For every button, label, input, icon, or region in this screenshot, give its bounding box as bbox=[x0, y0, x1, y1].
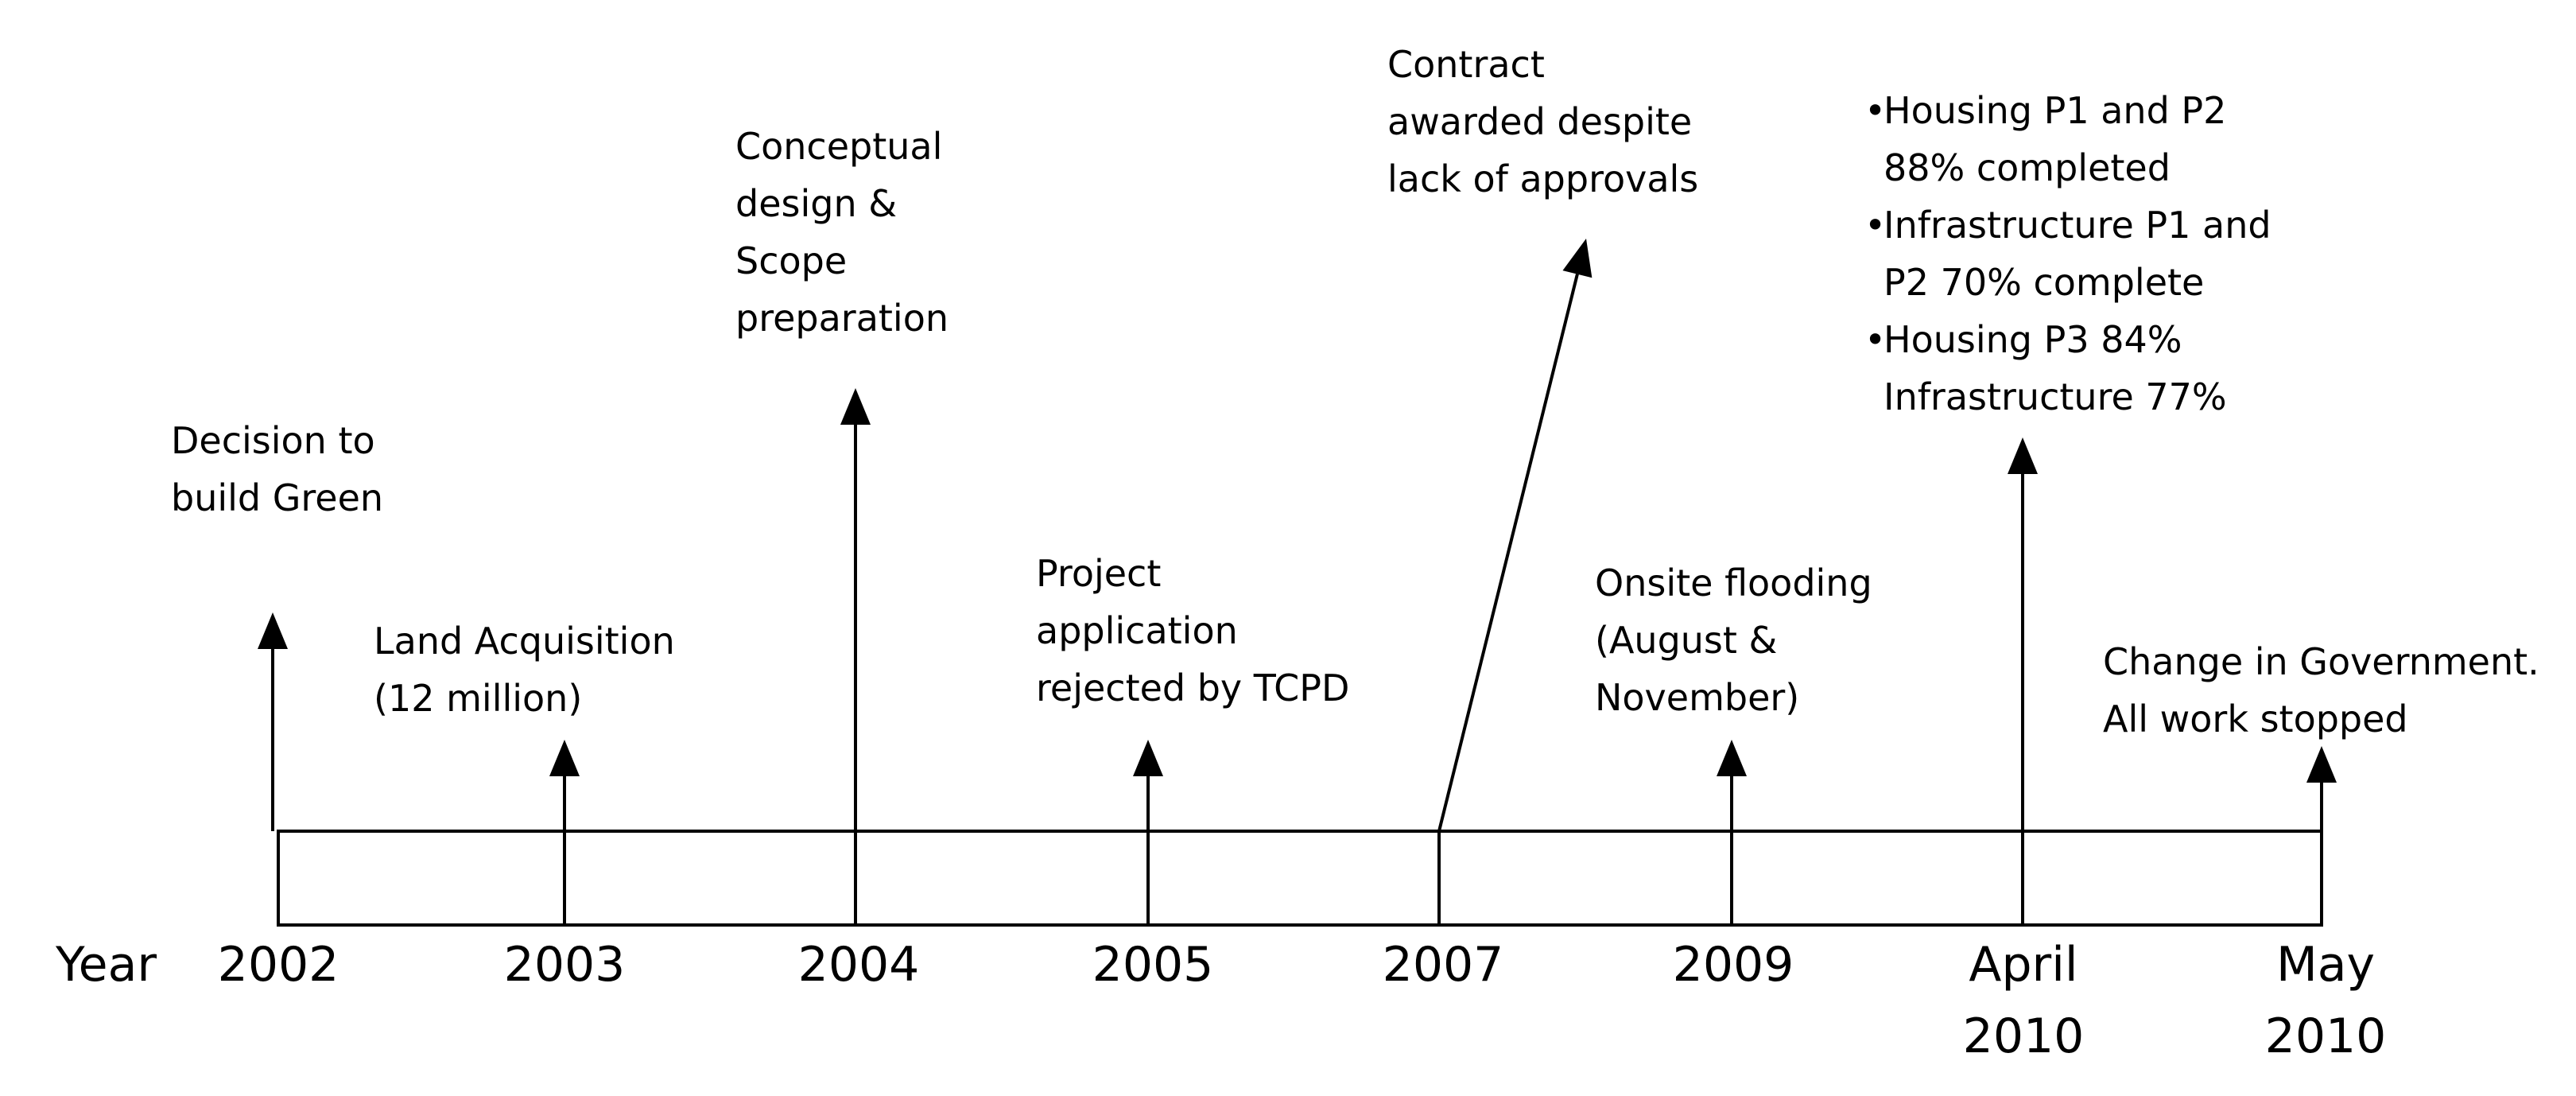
year-label-line: 2003 bbox=[503, 937, 626, 993]
event-label-line: November) bbox=[1595, 676, 1800, 719]
year-label-2003: 2003 bbox=[497, 929, 632, 1001]
year-label-line: 2002 bbox=[217, 937, 339, 993]
event-label-line: design & bbox=[735, 182, 898, 225]
event-label-line: preparation bbox=[735, 297, 949, 340]
arrow-2007 bbox=[1437, 274, 1579, 832]
year-label-line: 2009 bbox=[1672, 937, 1794, 993]
event-label-line: Decision to bbox=[171, 419, 375, 462]
year-label-line: 2007 bbox=[1382, 937, 1504, 993]
event-label-line: Change in Government. bbox=[2103, 640, 2539, 683]
year-label-line: 2004 bbox=[797, 937, 920, 993]
bullet-line: •Housing P1 and P2 bbox=[1864, 82, 2271, 139]
timeline-box bbox=[277, 830, 2323, 927]
year-label-line: May bbox=[2275, 937, 2376, 993]
arrowhead-2009 bbox=[1717, 740, 1747, 776]
event-label-line: rejected by TCPD bbox=[1036, 667, 1350, 709]
bullet-text: Housing P1 and P2 bbox=[1884, 89, 2227, 132]
event-label-may-2010: Change in Government. All work stopped bbox=[2103, 633, 2539, 748]
event-label-line: Project bbox=[1036, 552, 1162, 595]
event-label-line: (August & bbox=[1595, 619, 1778, 662]
bullet-line: P2 70% complete bbox=[1864, 254, 2271, 311]
event-label-2007: Contract awarded despite lack of approvals bbox=[1387, 36, 1698, 208]
year-label-line: 2010 bbox=[1962, 1009, 2085, 1064]
event-label-line: All work stopped bbox=[2103, 698, 2408, 740]
bullet-dot-icon: • bbox=[1864, 204, 1887, 247]
arrowhead-may-2010 bbox=[2306, 746, 2337, 783]
event-label-line: Land Acquisition bbox=[374, 620, 675, 663]
bullet-item: •Housing P3 84% Infrastructure 77% bbox=[1864, 311, 2271, 426]
year-label-2007: 2007 bbox=[1379, 929, 1507, 1001]
arrowhead-2004 bbox=[840, 388, 871, 425]
event-label-line: Scope bbox=[735, 239, 848, 282]
bullet-text: Infrastructure P1 and bbox=[1884, 204, 2271, 247]
arrowhead-2002 bbox=[258, 612, 288, 649]
axis-label-year: Year bbox=[56, 937, 157, 993]
year-label-may-2010: May 2010 bbox=[2258, 929, 2393, 1072]
year-label-april-2010: April 2010 bbox=[1956, 929, 2091, 1072]
bullet-dot-icon: • bbox=[1864, 318, 1887, 361]
bullet-line: Infrastructure 77% bbox=[1864, 368, 2271, 426]
bullet-line: •Housing P3 84% bbox=[1864, 311, 2271, 368]
year-label-line: 2005 bbox=[1092, 937, 1214, 993]
arrowhead-2003 bbox=[549, 740, 580, 776]
year-label-2002: 2002 bbox=[215, 929, 342, 1001]
bullet-text: 88% completed bbox=[1884, 146, 2171, 189]
year-label-line: April bbox=[1969, 937, 2078, 993]
event-label-line: Contract bbox=[1387, 43, 1545, 86]
year-label-2005: 2005 bbox=[1089, 929, 1216, 1001]
bullet-line: 88% completed bbox=[1864, 139, 2271, 196]
event-label-2003: Land Acquisition (12 million) bbox=[374, 612, 675, 727]
year-label-2009: 2009 bbox=[1670, 929, 1797, 1001]
arrowhead-2005 bbox=[1133, 740, 1163, 776]
bullet-line: •Infrastructure P1 and bbox=[1864, 196, 2271, 254]
bullet-item: •Housing P1 and P2 88% completed bbox=[1864, 82, 2271, 196]
event-label-2005: Project application rejected by TCPD bbox=[1036, 545, 1349, 717]
event-label-line: Onsite flooding bbox=[1595, 562, 1872, 604]
year-label-line: 2010 bbox=[2264, 1009, 2387, 1064]
event-label-line: awarded despite bbox=[1387, 100, 1693, 143]
bullet-text: P2 70% complete bbox=[1884, 261, 2205, 304]
arrowhead-april-2010 bbox=[2008, 437, 2038, 474]
year-label-2004: 2004 bbox=[795, 929, 922, 1001]
bullet-dot-icon: • bbox=[1864, 89, 1887, 132]
event-label-2002: Decision to build Green bbox=[171, 412, 383, 527]
event-label-2004: Conceptual design & Scope preparation bbox=[735, 118, 949, 347]
event-label-line: build Green bbox=[171, 476, 384, 519]
bullet-text: Infrastructure 77% bbox=[1884, 375, 2227, 418]
event-label-line: (12 million) bbox=[374, 677, 583, 720]
bullet-text: Housing P3 84% bbox=[1884, 318, 2182, 361]
event-label-2009: Onsite flooding (August & November) bbox=[1595, 554, 1872, 726]
event-label-line: application bbox=[1036, 609, 1238, 652]
bullet-item: •Infrastructure P1 and P2 70% complete bbox=[1864, 196, 2271, 311]
event-label-line: lack of approvals bbox=[1387, 157, 1699, 200]
event-label-line: Conceptual bbox=[735, 125, 943, 168]
arrowhead-2007 bbox=[1562, 239, 1593, 278]
